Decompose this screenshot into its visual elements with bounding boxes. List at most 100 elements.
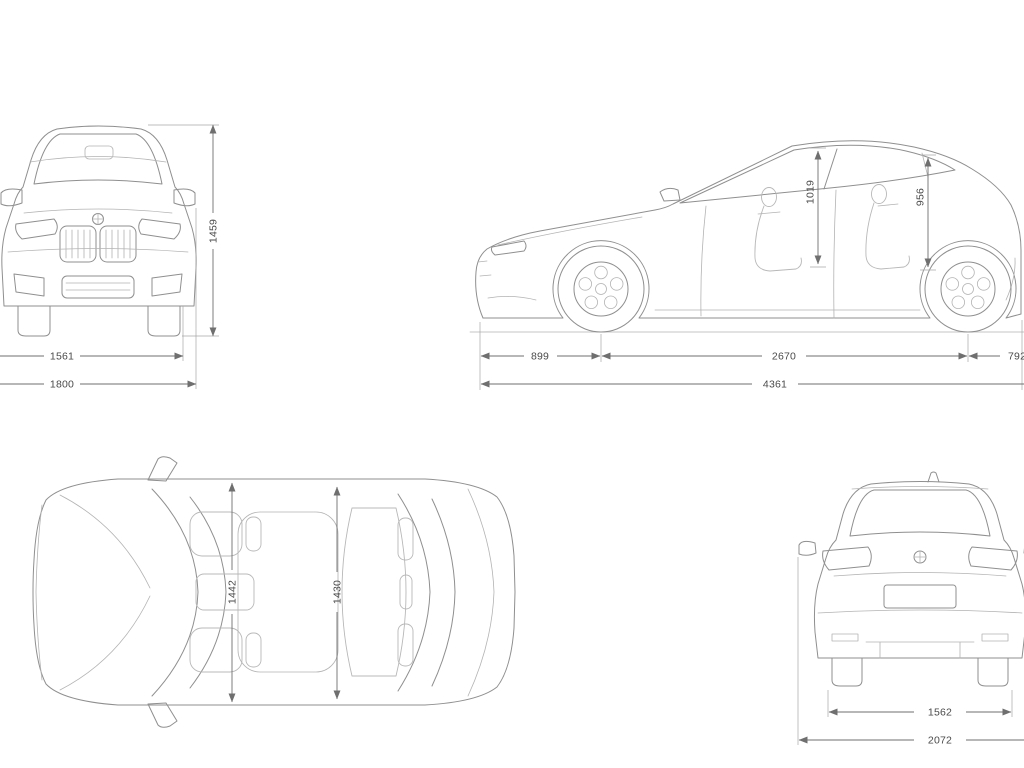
front-seat-cushion	[189, 627, 243, 673]
headlight-side	[490, 240, 527, 256]
bumper-crease	[817, 609, 1023, 614]
rear-wheel-rim	[940, 261, 996, 317]
rear-headrest-center	[399, 574, 413, 610]
door-line-front	[700, 205, 707, 317]
b-pillar	[823, 148, 838, 190]
dim-label-height: 1459	[208, 219, 220, 243]
side-view-dimensions: 1019 956 899 2670 792 4361	[479, 147, 1024, 391]
windshield-top	[189, 496, 227, 689]
headlight-left	[15, 218, 58, 240]
front-view-dimensions: 1459 1561 1800	[0, 124, 220, 391]
center-console	[195, 573, 255, 611]
dim-label-interior-front: 1442	[227, 580, 239, 604]
rear-bumper-crease	[1005, 257, 1016, 301]
taillight-left	[822, 546, 872, 571]
tailgate-crease	[833, 572, 1007, 577]
headlight-right	[138, 218, 181, 240]
extension-line	[479, 320, 1023, 390]
front-seat-headrest	[245, 632, 262, 668]
rear-window-top	[397, 493, 431, 692]
side-view	[469, 140, 1024, 333]
front-view	[0, 125, 197, 337]
wing-mirror-top-left	[147, 456, 178, 482]
kidney-grille-right	[99, 225, 137, 263]
reflector-right	[981, 633, 1009, 642]
diffuser-lines	[865, 641, 975, 659]
rear-window	[849, 489, 991, 537]
dim-label-interior-rear: 1430	[332, 580, 344, 604]
front-wheel-rim	[573, 261, 629, 317]
brand-roundel-cross	[913, 550, 927, 564]
side-body-upper	[475, 140, 1022, 319]
rear-headrest	[397, 623, 414, 667]
hood-crease	[59, 595, 151, 691]
front-wheel-spokes	[578, 265, 624, 310]
dim-label-length: 4361	[763, 379, 787, 391]
rear-view	[798, 471, 1024, 687]
hood-cut-line	[497, 216, 643, 246]
interior-seats	[754, 184, 910, 272]
front-tire-left	[17, 305, 51, 337]
rear-tire-right	[977, 657, 1009, 687]
front-tire-right	[147, 305, 181, 337]
grille-slats	[65, 229, 131, 259]
rear-body-silhouette	[813, 481, 1024, 659]
rear-seat-profile	[865, 202, 910, 270]
front-seat-profile	[754, 205, 802, 272]
rear-wheel-hub	[962, 283, 974, 295]
dim-label-track: 1561	[50, 351, 74, 363]
side-mirror-right	[173, 188, 196, 207]
window-outline	[679, 144, 956, 204]
rear-wheel-tire	[924, 245, 1012, 333]
bumper-crease	[7, 248, 189, 253]
reflector-left	[831, 633, 859, 642]
dim-label-headroom-rear: 956	[915, 188, 927, 206]
front-bumper-detail	[477, 260, 537, 301]
antenna-fin	[927, 471, 940, 483]
top-view-dimensions: 1442 1430	[227, 482, 344, 703]
mirror-rear-left	[798, 540, 817, 556]
center-intake-slats	[65, 282, 131, 291]
door-line-rear	[833, 189, 837, 319]
door-handles	[757, 203, 899, 215]
spoiler-line	[851, 486, 989, 490]
front-seat-headrest	[245, 516, 262, 552]
kidney-grille-left	[59, 225, 97, 263]
extension-line	[810, 147, 936, 271]
front-body-silhouette	[1, 125, 197, 307]
top-body-outline	[32, 478, 516, 706]
center-intake	[61, 275, 135, 299]
rear-bench	[341, 507, 407, 677]
brand-roundel-cross	[92, 213, 104, 225]
extension-line	[797, 557, 1013, 745]
dim-label-rear-overhang: 792	[1008, 351, 1024, 363]
front-wheel-hub	[595, 283, 607, 295]
dim-label-width-mirrors: 2072	[928, 735, 952, 747]
rear-headrest	[397, 517, 414, 561]
rear-tire-left	[831, 657, 863, 687]
interior-seats-top	[189, 507, 414, 677]
wing-mirror-side	[659, 187, 681, 202]
rearview-mirror	[84, 145, 114, 160]
front-seat-cushion	[189, 511, 243, 557]
dim-label-headroom-front: 1019	[805, 180, 817, 204]
dim-label-width: 1800	[50, 379, 74, 391]
hatch-edge	[467, 488, 495, 697]
hood-crease-upper	[29, 156, 167, 163]
top-view	[32, 456, 516, 728]
wing-mirror-top-right	[147, 702, 178, 728]
side-mirror-left	[0, 188, 23, 207]
front-wheel-tire	[557, 245, 645, 333]
rear-window-base	[431, 498, 456, 687]
dim-label-rear-track: 1562	[928, 707, 952, 719]
dim-label-wheelbase: 2670	[772, 351, 796, 363]
rear-wheel-spokes	[945, 265, 991, 310]
rear-seat-headrest	[871, 184, 887, 204]
taillight-right	[968, 546, 1018, 571]
hood-crease	[59, 494, 151, 589]
hood-crease-lower	[23, 208, 173, 214]
side-intake-right	[151, 273, 183, 297]
side-intake-left	[13, 273, 45, 297]
